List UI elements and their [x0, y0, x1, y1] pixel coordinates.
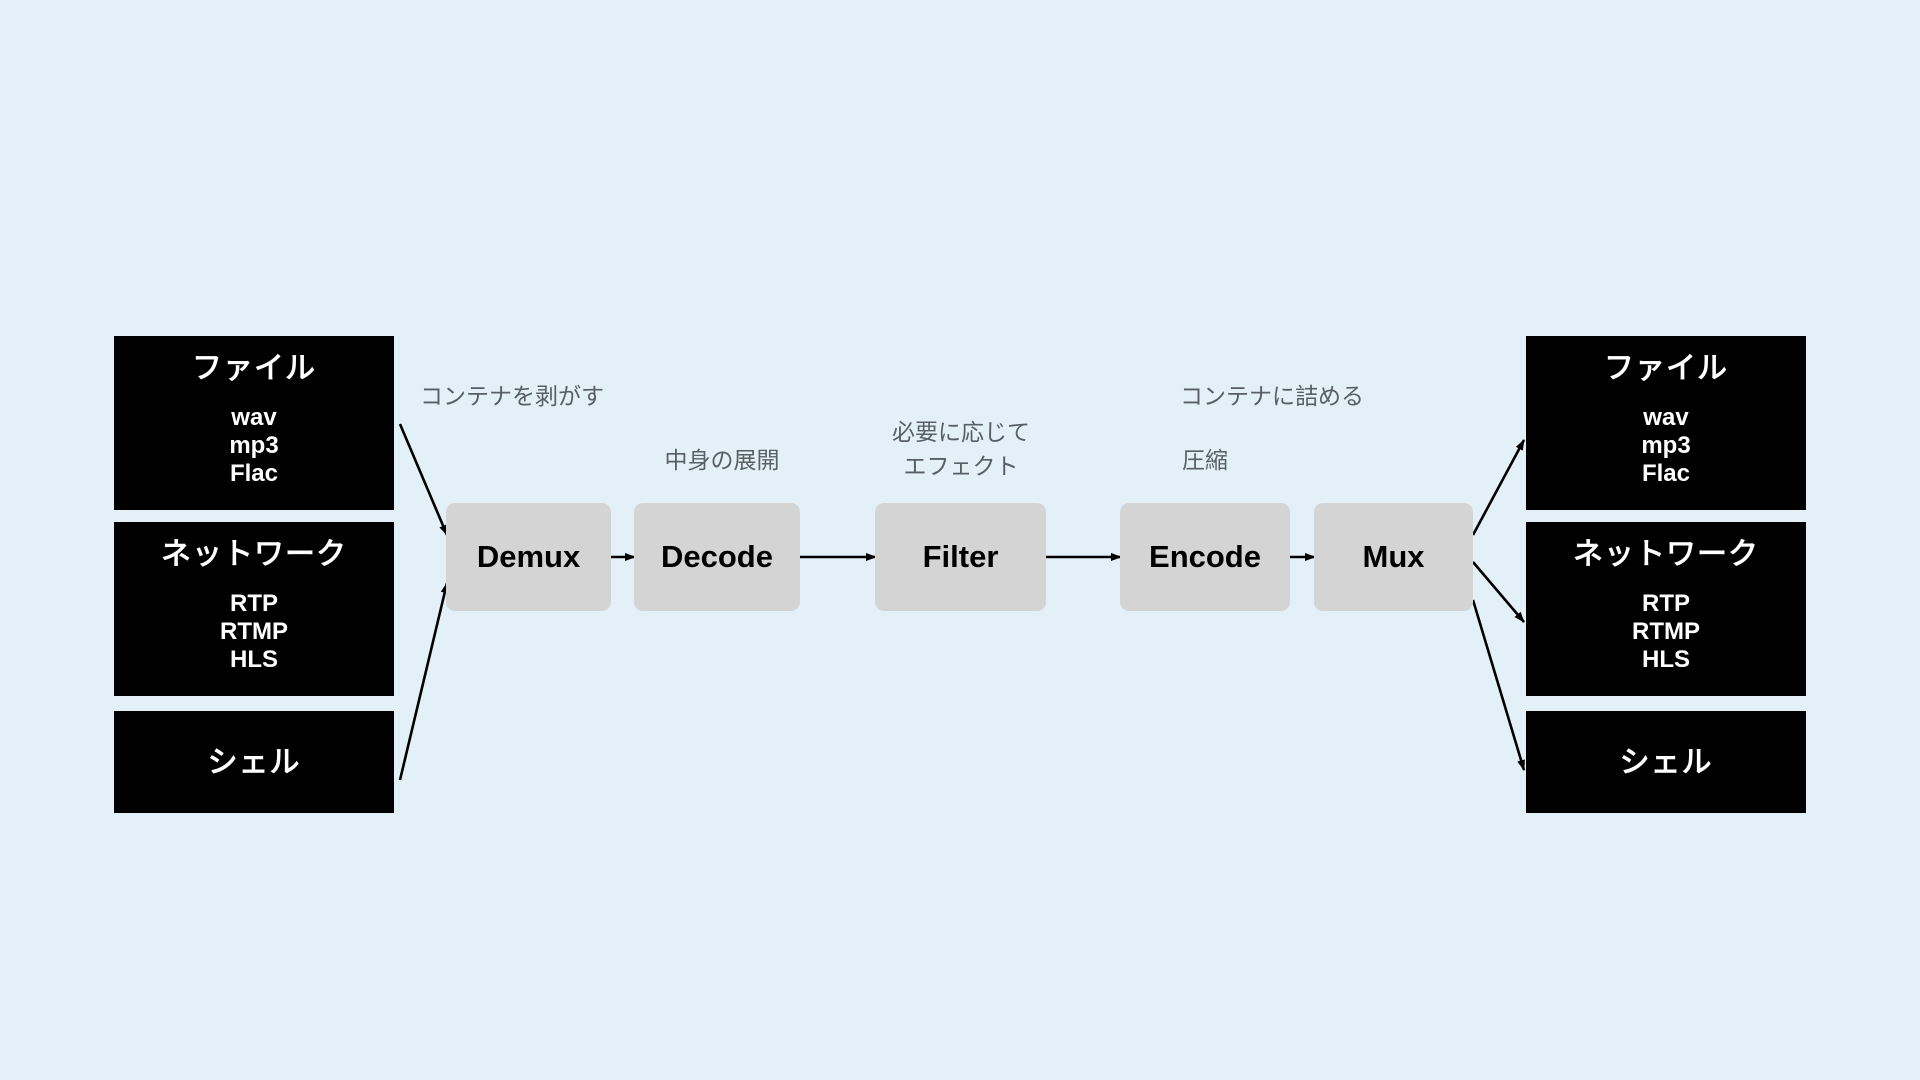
annotation-decode: 中身の展開 — [664, 447, 780, 473]
output-network-title: ネットワーク — [1573, 538, 1759, 571]
process-label-mux: Mux — [1362, 539, 1425, 574]
input-box-network[interactable]: ネットワーク RTP RTMP HLS — [114, 522, 394, 696]
output-file-format-item: Flac — [1641, 459, 1690, 487]
process-label-demux: Demux — [476, 539, 581, 574]
process-box-mux[interactable]: Mux — [1314, 503, 1473, 611]
input-file-format-item: wav — [231, 404, 277, 431]
input-file-format-item: Flac — [229, 459, 278, 487]
input-file-title: ファイル — [192, 352, 316, 385]
process-box-decode[interactable]: Decode — [634, 503, 800, 611]
input-shell-title: シェル — [207, 745, 301, 779]
connector-mux-to-shell — [1471, 599, 1526, 771]
input-box-file[interactable]: ファイル wav mp3 Flac — [114, 336, 394, 510]
process-box-filter[interactable]: Filter — [875, 503, 1046, 611]
annotation-mux: コンテナに詰める — [1180, 383, 1364, 409]
input-network-protocol-item: RTMP — [220, 617, 288, 645]
annotation-encode: 圧縮 — [1182, 447, 1228, 473]
output-shell-title: シェル — [1619, 745, 1713, 779]
input-network-protocol-list: RTP RTMP HLS — [220, 590, 288, 674]
input-network-title: ネットワーク — [161, 538, 347, 571]
output-network-protocol-list: RTP RTMP HLS — [1632, 590, 1700, 674]
connector-mux-to-file — [1471, 439, 1526, 536]
output-file-format-item: wav — [1643, 404, 1689, 431]
input-network-protocol-item: RTP — [230, 590, 278, 617]
output-file-title: ファイル — [1604, 352, 1728, 385]
output-box-network[interactable]: ネットワーク RTP RTMP HLS — [1526, 522, 1806, 696]
input-file-format-item: mp3 — [229, 431, 279, 459]
annotation-filter: 必要に応じて エフェクト — [892, 419, 1030, 480]
output-network-protocol-item: RTP — [1642, 590, 1690, 617]
input-box-shell[interactable]: シェル — [114, 711, 394, 813]
output-box-file[interactable]: ファイル wav mp3 Flac — [1526, 336, 1806, 510]
process-box-demux[interactable]: Demux — [446, 503, 611, 611]
output-file-format-list: wav mp3 Flac — [1641, 404, 1691, 488]
input-file-format-list: wav mp3 Flac — [229, 404, 279, 488]
process-label-decode: Decode — [661, 539, 773, 574]
connector-shell-to-demux — [398, 582, 449, 781]
annotation-demux: コンテナを剥がす — [420, 383, 604, 409]
input-network-protocol-item: HLS — [230, 645, 278, 673]
process-label-filter: Filter — [922, 539, 999, 574]
connector-file-to-demux — [398, 423, 449, 536]
connector-mux-to-network — [1472, 561, 1525, 623]
process-box-encode[interactable]: Encode — [1120, 503, 1290, 611]
output-box-shell[interactable]: シェル — [1526, 711, 1806, 813]
process-label-encode: Encode — [1149, 539, 1261, 574]
output-network-protocol-item: RTMP — [1632, 617, 1700, 645]
output-file-format-item: mp3 — [1641, 431, 1691, 459]
output-network-protocol-item: HLS — [1642, 645, 1690, 673]
